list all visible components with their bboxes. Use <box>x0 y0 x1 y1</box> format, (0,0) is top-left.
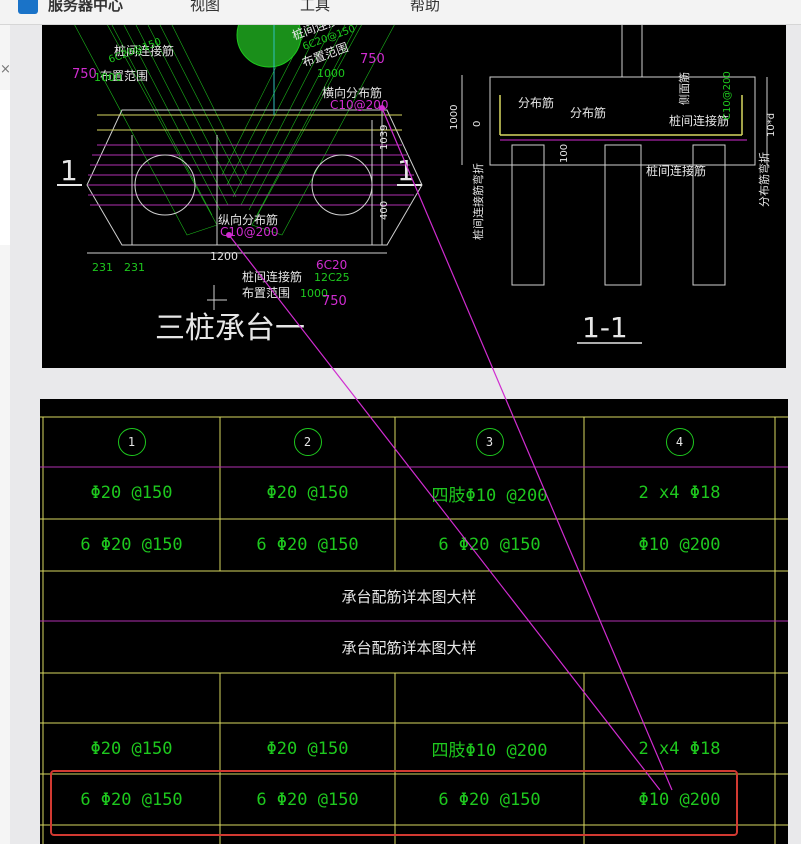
label-dim-400: 400 <box>379 201 390 220</box>
right-gutter <box>786 25 801 844</box>
label-1000-left: 1000 <box>94 71 122 84</box>
table-header-3: 3 <box>395 417 584 467</box>
section-mark-right: 1 <box>397 154 415 187</box>
label-pile-conn: 桩间连接筋 <box>669 113 729 128</box>
table-merged-note-2[interactable]: 承台配筋详本图大样 <box>341 638 477 657</box>
table-cell[interactable]: Φ20 @150 <box>90 738 173 759</box>
label-pile-rebar-bottom-value: 12C25 <box>314 271 350 284</box>
label-longitudinal-rebar: 纵向分布筋 <box>218 212 278 227</box>
label-dim-1039: 1039 <box>379 125 390 150</box>
label-6c20: 6C20 <box>316 258 347 272</box>
label-dim-231a: 231 <box>92 261 113 274</box>
table-cell[interactable]: 2 x4 Φ18 <box>638 483 721 503</box>
section-title: 1-1 <box>582 311 628 344</box>
table-cell[interactable]: 6 Φ20 @150 <box>256 535 359 555</box>
app-logo-icon <box>18 0 38 14</box>
table-cell[interactable]: 6 Φ20 @150 <box>80 789 183 810</box>
table-cell[interactable]: 6 Φ20 @150 <box>256 789 359 810</box>
left-side-panel <box>0 25 10 844</box>
table-cell[interactable]: Φ10 @200 <box>638 535 721 555</box>
table-cell[interactable]: 2 x4 Φ18 <box>638 738 721 759</box>
label-pile-rebar-bottom: 桩间连接筋 <box>242 269 302 284</box>
label-1000-right: 1000 <box>317 67 345 80</box>
table-cell[interactable]: Φ20 @150 <box>266 483 349 503</box>
label-transverse-rebar: 横向分布筋 <box>322 85 382 100</box>
menu-item-tools[interactable]: 工具 <box>300 0 331 14</box>
left-gutter <box>10 25 40 844</box>
label-750-left: 750 <box>72 67 97 82</box>
cad-drawing-canvas: 1 1 桩间连接筋 6C20@150 布置范围 750 1000 桩间连接筋 6… <box>57 25 777 346</box>
label-dist-rebar-b: 分布筋 <box>570 105 606 120</box>
table-cell[interactable]: 6 Φ20 @150 <box>438 789 541 810</box>
label-pile-conn-b: 桩间连接筋 <box>646 163 706 178</box>
label-pile-conn-bend: 桩间连接筋弯折 <box>471 163 485 240</box>
app-title: 服务器中心 <box>48 0 124 14</box>
label-dim-10d: 10*d <box>766 113 777 137</box>
table-cell[interactable]: 四肢Φ10 @200 <box>431 485 548 506</box>
table-merged-note-1[interactable]: 承台配筋详本图大样 <box>341 587 477 606</box>
cad-drawing-pile-cap[interactable]: 1 1 桩间连接筋 6C20@150 布置范围 750 1000 桩间连接筋 6… <box>42 25 786 368</box>
selection-highlight <box>50 770 738 836</box>
label-dim-231b: 231 <box>124 261 145 274</box>
label-pile-rebar: 桩间连接筋 <box>114 43 174 58</box>
label-dim-100: 100 <box>559 144 570 163</box>
label-dim-0: 0 <box>472 121 483 127</box>
table-header-2: 2 <box>220 417 395 467</box>
label-dist-rebar-a: 分布筋 <box>518 95 554 110</box>
label-750-right: 750 <box>360 52 385 67</box>
top-toolbar: 服务器中心 视图 工具 帮助 <box>0 0 801 25</box>
label-dim-1000: 1000 <box>449 105 460 130</box>
label-dim-1200: 1200 <box>210 250 238 263</box>
label-transverse-value: C10@200 <box>330 98 389 112</box>
label-side-rebar-value: C10@200 <box>722 71 733 120</box>
menu-item-view[interactable]: 视图 <box>190 0 221 14</box>
table-cell[interactable]: 四肢Φ10 @200 <box>431 741 548 761</box>
label-750-bottom: 750 <box>322 294 347 309</box>
side-panel-tab[interactable] <box>0 90 10 245</box>
label-dist-bend: 分布筋弯折 <box>757 152 771 207</box>
table-cell[interactable]: Φ10 @200 <box>638 789 721 810</box>
label-longitudinal-value: C10@200 <box>220 225 279 239</box>
section-mark-left: 1 <box>60 154 78 187</box>
label-side-rebar: 侧面筋 <box>677 72 691 105</box>
table-cell[interactable]: 6 Φ20 @150 <box>438 535 541 555</box>
label-layout-range: 布置范围 <box>100 69 148 83</box>
menu-item-help[interactable]: 帮助 <box>410 0 441 14</box>
label-layout-range-bottom: 布置范围 <box>242 286 290 300</box>
table-header-1: 1 <box>43 417 220 467</box>
table-cell[interactable]: Φ20 @150 <box>266 738 349 759</box>
close-icon[interactable]: × <box>0 62 11 77</box>
table-header-4: 4 <box>584 417 775 467</box>
table-cell[interactable]: 6 Φ20 @150 <box>80 535 183 555</box>
table-cell[interactable]: Φ20 @150 <box>90 483 173 503</box>
drawing-title: 三桩承台一 <box>155 311 305 346</box>
